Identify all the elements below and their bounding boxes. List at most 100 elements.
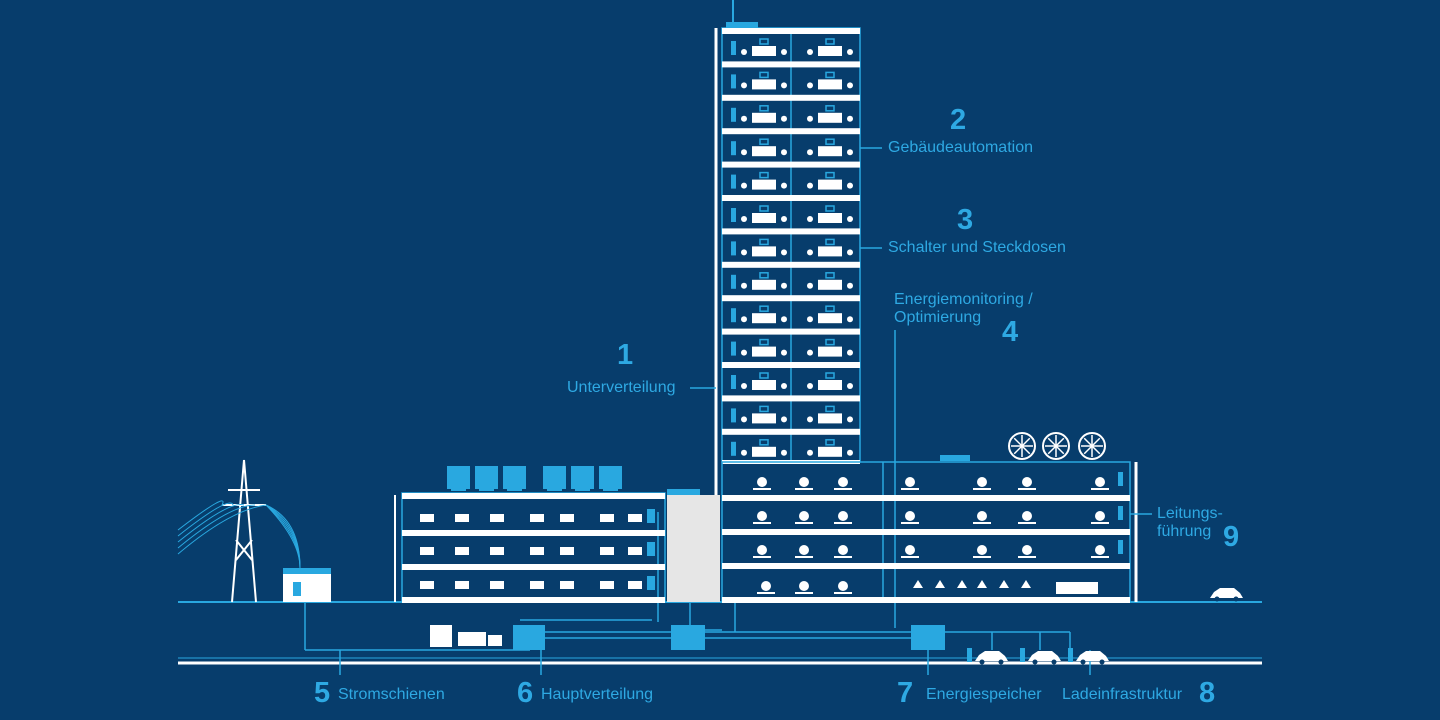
lamp-icon <box>977 477 987 487</box>
charging-station-icon <box>967 648 972 662</box>
bed-icon <box>560 581 574 589</box>
callout-label-stromschienen: Stromschienen <box>338 686 445 703</box>
desk-icon <box>818 380 842 390</box>
fan-icon <box>1008 432 1036 460</box>
monitor-icon <box>759 171 769 179</box>
desk-icon <box>973 556 991 558</box>
chair-icon <box>741 282 747 289</box>
floor-slab <box>722 295 860 302</box>
generator-icon <box>458 632 486 646</box>
desk-icon <box>834 556 852 558</box>
desk-icon <box>818 246 842 257</box>
desk-icon <box>834 592 852 594</box>
chair-icon <box>781 383 787 389</box>
monitor-icon <box>759 238 769 246</box>
solar-panel-icon <box>543 466 566 489</box>
lamp-icon <box>977 511 987 521</box>
desk-icon <box>901 522 919 524</box>
subdistribution-icon <box>731 308 736 323</box>
desk-icon <box>901 556 919 558</box>
desk-icon <box>1091 556 1109 558</box>
chair-icon <box>847 383 853 389</box>
subdistribution-icon <box>1118 506 1123 520</box>
chair-icon <box>781 282 787 289</box>
chair-icon <box>781 216 787 222</box>
chair-icon <box>781 82 787 89</box>
monitor-icon <box>825 372 835 379</box>
bed-icon <box>530 547 544 555</box>
chair-icon <box>741 416 747 423</box>
callout-label-leitungs: Leitungs- <box>1157 505 1223 522</box>
callout-label-energiemonitoring: Energiemonitoring / <box>894 291 1033 308</box>
chair-icon <box>807 383 813 389</box>
callout-number-2: 2 <box>950 104 967 136</box>
lamp-icon <box>1095 511 1105 521</box>
desk-icon <box>752 112 776 123</box>
lamp-icon <box>1022 511 1032 521</box>
chair-icon <box>847 282 853 289</box>
main-distribution-box <box>513 625 545 650</box>
desk-icon <box>818 279 842 290</box>
desk-icon <box>818 112 842 123</box>
subdistribution-icon <box>731 408 736 423</box>
lamp-icon <box>799 581 809 591</box>
monitor-icon <box>825 105 835 112</box>
subdistribution-icon <box>647 542 655 556</box>
monitor-icon <box>759 305 769 312</box>
chair-icon <box>847 216 853 222</box>
bed-icon <box>560 547 574 555</box>
chair-icon <box>847 82 853 89</box>
chair-icon <box>741 449 747 456</box>
bed-icon <box>455 514 469 522</box>
monitor-icon <box>759 105 769 112</box>
desk-icon <box>795 488 813 490</box>
chair-icon <box>781 316 787 323</box>
car-icon <box>975 651 1008 661</box>
desk-icon <box>752 79 776 90</box>
charging-station-icon <box>1068 648 1073 662</box>
subdistribution-icon <box>731 141 736 156</box>
floor-slab <box>722 563 1130 569</box>
chair-icon <box>741 82 747 89</box>
callout-number-4: 4 <box>1002 316 1019 348</box>
subdistribution-icon <box>731 107 736 122</box>
chair-icon <box>807 449 813 456</box>
desk-icon <box>795 556 813 558</box>
floor-slab <box>402 493 665 499</box>
solar-panel-icon <box>503 466 526 489</box>
energy-storage-box <box>911 625 945 650</box>
callout-label-unterverteilung: Unterverteilung <box>567 379 676 396</box>
chair-icon <box>807 316 813 323</box>
bed-icon <box>530 581 544 589</box>
lamp-icon <box>905 511 915 521</box>
desk-icon <box>757 592 775 594</box>
wheel <box>1032 659 1038 665</box>
floor-slab <box>402 530 665 536</box>
lamp-icon <box>935 580 945 588</box>
monitor-icon <box>759 338 769 346</box>
floor-slab <box>722 161 860 168</box>
lamp-icon <box>1022 545 1032 555</box>
subdistribution-icon <box>731 341 736 356</box>
monitor-icon <box>825 439 835 446</box>
power-pylon-icon <box>222 459 266 603</box>
lamp-icon <box>757 511 767 521</box>
desk-icon <box>752 413 776 424</box>
subdistribution-icon <box>1118 540 1123 554</box>
lamp-icon <box>1095 477 1105 487</box>
wheel <box>1214 596 1220 602</box>
chair-icon <box>781 182 787 189</box>
generator-motor-icon <box>488 635 502 646</box>
floor-slab <box>722 529 1130 535</box>
bed-icon <box>628 547 642 555</box>
subdistribution-icon <box>731 274 736 289</box>
lamp-icon <box>913 580 923 588</box>
fan-blade <box>1047 437 1065 455</box>
monitor-icon <box>759 272 769 279</box>
monitor-icon <box>825 171 835 179</box>
desk-icon <box>753 488 771 490</box>
desk-icon <box>752 246 776 257</box>
chair-icon <box>847 449 853 456</box>
desk-icon <box>818 146 842 157</box>
